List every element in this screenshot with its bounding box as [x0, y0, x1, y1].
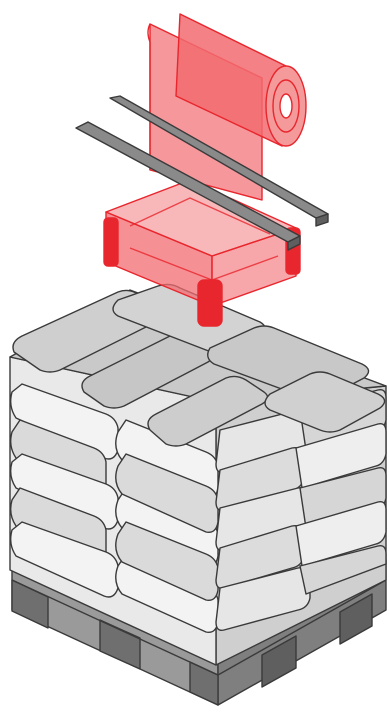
film-roll-core — [280, 94, 292, 118]
film-sheet-edge — [148, 24, 150, 170]
hood-gather-front — [198, 280, 222, 326]
hood-gather-left — [104, 218, 118, 266]
